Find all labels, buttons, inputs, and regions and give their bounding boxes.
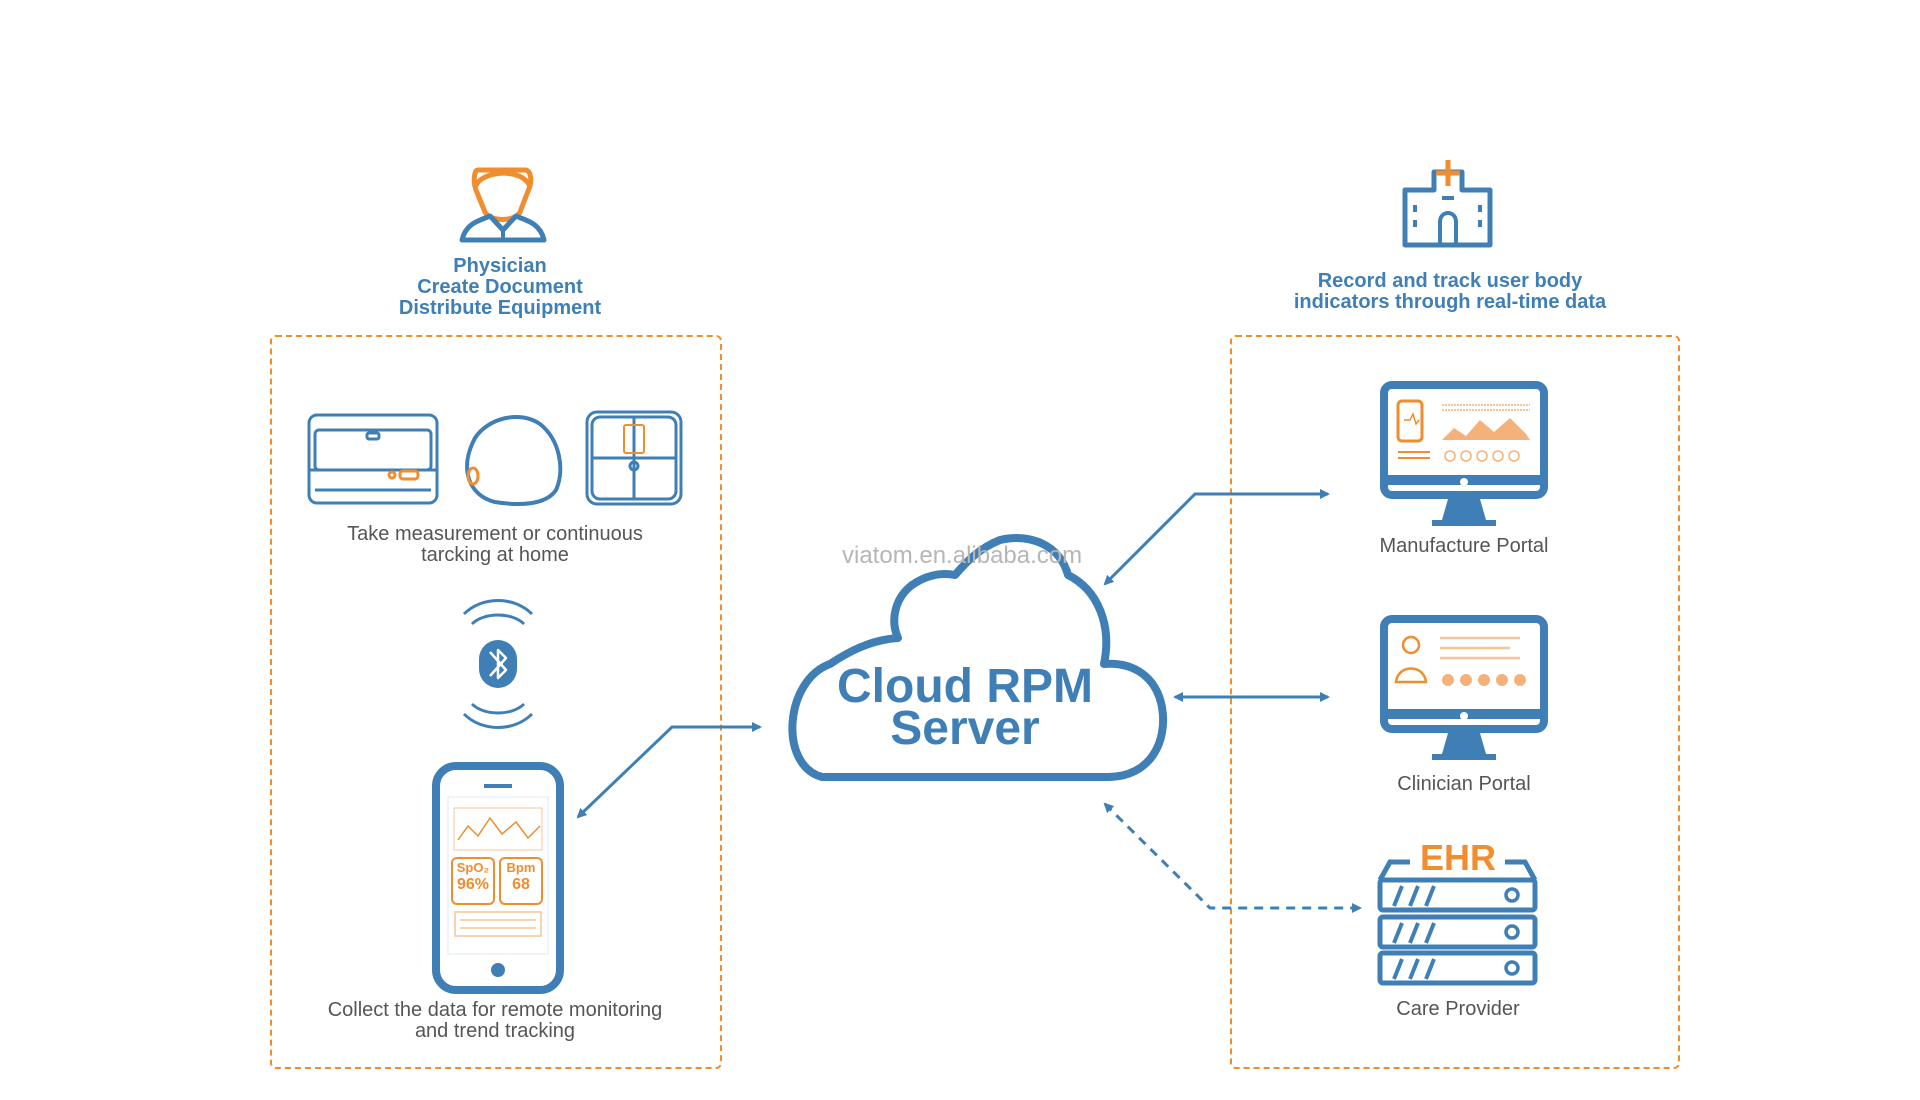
cloud-shape [788,534,1168,781]
cloud-manufacture-arrow [1103,489,1330,586]
spo2-label: SpO₂ [456,860,490,875]
body-scale-icon [585,410,683,506]
bpm-label: Bpm [506,860,536,875]
portals-box [1230,335,1680,1069]
manufacture-portal-label: Manufacture Portal [1379,535,1549,557]
cloud-line-2: Server [890,702,1040,755]
physician-line-1: Physician [453,255,547,277]
care-provider-label: Care Provider [1396,998,1520,1020]
oximeter-icon [465,415,563,506]
physician-label: Physician Create Document Distribute Equ… [350,256,650,319]
clinician-portal-label: Clinician Portal [1397,773,1531,795]
patient-home-box [270,335,722,1069]
watermark: viatom.en.alibaba.com [842,542,1083,569]
measure-line-1: Take measurement or continuous [347,523,643,545]
cloud-ehr-arrow [1103,802,1362,913]
bpm-value: 68 [512,876,530,893]
measure-line-2: tarcking at home [421,544,569,566]
bpm-readout: Bpm 68 [500,860,542,895]
smartphone-icon [432,762,564,994]
phone-cloud-arrow [576,722,762,819]
record-line-2: indicators through real-time data [1293,291,1607,313]
record-label: Record and track user body indicators th… [1240,271,1660,313]
record-line-1: Record and track user body [1317,270,1583,292]
blood-pressure-monitor-icon [307,413,439,505]
bluetooth-icon [462,599,534,729]
physician-line-2: Create Document [417,276,583,298]
spo2-value: 96% [456,876,490,893]
desktop-monitor-icon [1380,381,1548,526]
server-rack-icon [1377,859,1538,986]
collect-line-1: Collect the data for remote monitoring [327,999,663,1021]
collect-caption: Collect the data for remote monitoring a… [280,1000,710,1042]
cloud-server-label: Cloud RPM Server [810,660,1120,755]
doctor-icon [459,167,547,243]
physician-line-3: Distribute Equipment [398,297,602,319]
hospital-icon [1402,160,1493,248]
cloud-line-1: Cloud RPM [837,660,1093,713]
ehr-badge: EHR [1419,837,1496,878]
measure-caption: Take measurement or continuous tarcking … [295,524,695,566]
desktop-monitor-icon [1380,615,1548,760]
spo2-readout: SpO₂ 96% [452,860,494,895]
collect-line-2: and trend tracking [414,1020,576,1042]
